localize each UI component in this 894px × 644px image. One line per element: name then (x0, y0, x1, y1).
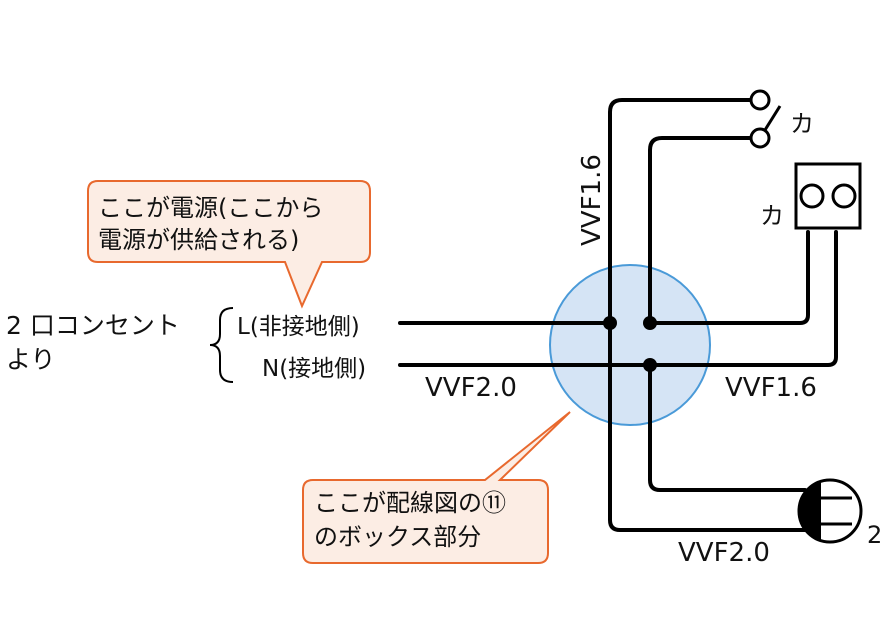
wire-switch-return (648, 136, 752, 325)
outlet-label: 2 (867, 521, 882, 549)
source-line2: より (6, 345, 56, 374)
callout-box-section: ここが配線図の⑪ のボックス部分 (302, 411, 571, 564)
cable-label-right: VVF1.6 (725, 373, 817, 403)
wire-n-to-lamp (608, 230, 838, 367)
callout-power-source: ここが電源(ここから 電源が供給される) (87, 180, 371, 309)
switch-label: カ (790, 110, 814, 138)
lamp-receptacle-icon (794, 162, 862, 230)
junction-dot-n (643, 358, 657, 372)
l-label: L(非接地側) (237, 314, 360, 340)
source-line1: 2 口コンセント (6, 311, 180, 340)
brace-icon (209, 307, 234, 383)
wire-l-to-switch (608, 98, 752, 325)
wire-l-to-outlet (608, 321, 807, 532)
outlet-icon (797, 478, 863, 544)
wire-n-to-outlet (648, 363, 807, 492)
junction-dot-switch-return (643, 316, 657, 330)
n-label: N(接地側) (262, 356, 366, 382)
cable-label-vertical-top: VVF1.6 (577, 154, 607, 246)
callout-top-line1: ここが電源(ここから (98, 194, 323, 222)
junction-box (549, 264, 711, 426)
lamp-label: カ (760, 202, 784, 230)
callout-top-line2: 電源が供給される) (98, 226, 299, 254)
callout-bottom-line1: ここが配線図の⑪ (314, 489, 506, 517)
switch-icon (749, 89, 782, 149)
cable-label-left: VVF2.0 (425, 373, 517, 403)
callout-bottom-line2: のボックス部分 (314, 523, 481, 551)
wire-switch-return-to-lamp (648, 230, 810, 325)
cable-label-bottom: VVF2.0 (678, 538, 770, 568)
junction-dot-l (603, 316, 617, 330)
